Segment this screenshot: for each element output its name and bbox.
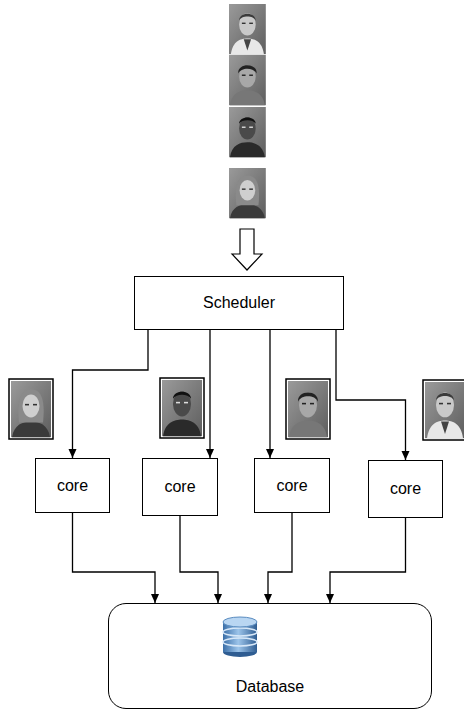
node-label: Database [236, 677, 305, 696]
core-box: core [142, 458, 218, 516]
face-photo [286, 379, 330, 439]
node-label: core [164, 477, 195, 496]
connector-arrow [269, 330, 270, 458]
face-photo [160, 378, 204, 438]
node-label: Scheduler [203, 293, 275, 312]
input-arrow [232, 229, 262, 270]
face-photo [229, 107, 266, 157]
core-box: core [368, 460, 443, 518]
face-photo [423, 380, 464, 440]
connector-arrow [180, 516, 218, 603]
connector-arrow [330, 518, 406, 603]
core-box: core [254, 458, 330, 513]
connector-arrow [336, 330, 406, 460]
scheduler-box: Scheduler [134, 276, 344, 330]
connector-arrow [209, 330, 210, 458]
database-box: Database [108, 603, 432, 709]
connector-arrow [73, 513, 156, 603]
face-photo [229, 4, 266, 54]
face-photo [9, 379, 53, 439]
node-label: core [57, 476, 88, 495]
database-icon [223, 617, 257, 657]
face-photo [229, 168, 266, 218]
node-label: core [390, 479, 421, 498]
core-box: core [35, 458, 110, 513]
connector-arrow [73, 330, 149, 458]
node-label: core [276, 476, 307, 495]
face-photo [229, 55, 266, 105]
connector-arrow [268, 513, 292, 603]
